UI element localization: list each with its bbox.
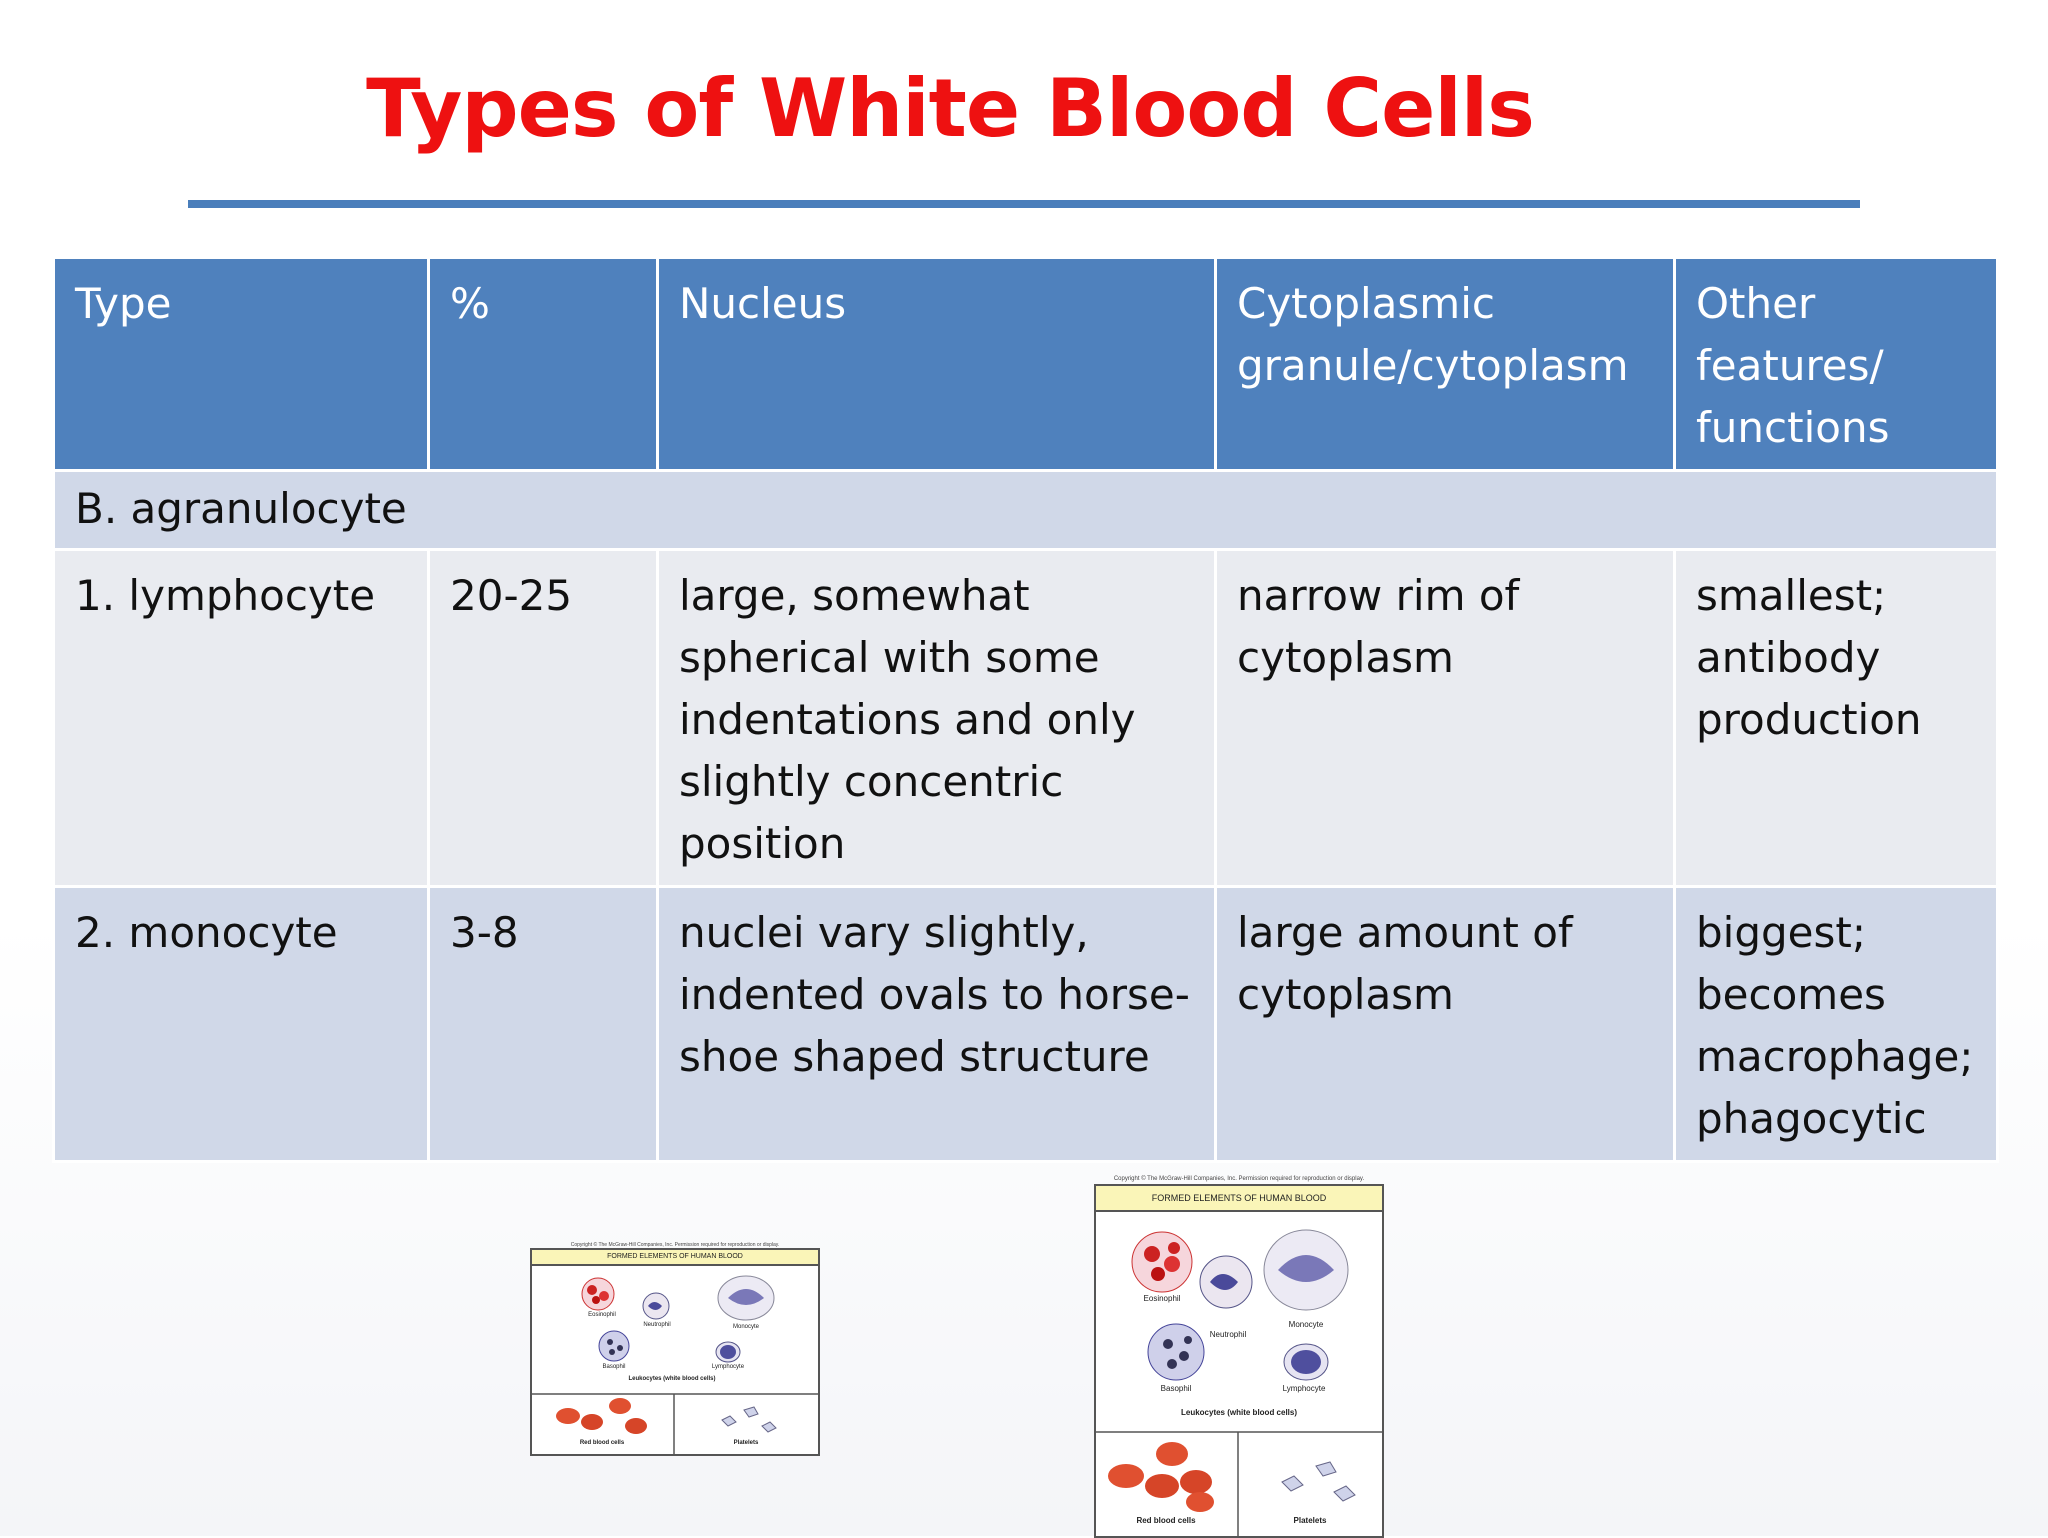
label-neutrophil: Neutrophil [643, 1322, 671, 1328]
label-red-blood-cells: Red blood cells [1136, 1516, 1196, 1525]
figure-header: FORMED ELEMENTS OF HUMAN BLOOD [1096, 1186, 1382, 1212]
blood-cells-illustration [532, 1275, 818, 1454]
header-other-features: Other features/ functions [1673, 256, 1999, 472]
table-row: 1. lymphocyte 20-25 large, somewhat sphe… [52, 548, 1999, 888]
cell-cytoplasm: large amount of cytoplasm [1214, 885, 1676, 1163]
header-cytoplasm: Cytoplasmic granule/cytoplasm [1214, 256, 1676, 472]
header-percent: % [427, 256, 659, 472]
cell-type: 1. lymphocyte [52, 548, 430, 888]
label-leukocytes: Leukocytes (white blood cells) [1180, 1408, 1298, 1417]
label-monocyte: Monocyte [1288, 1320, 1324, 1329]
cell-percent: 3-8 [427, 885, 659, 1163]
cell-nucleus: nuclei vary slightly, indented ovals to … [656, 885, 1217, 1163]
table-header-row: Type % Nucleus Cytoplasmic granule/cytop… [52, 256, 1999, 472]
label-lymphocyte: Lymphocyte [711, 1364, 745, 1370]
blood-cells-illustration [1096, 1229, 1382, 1536]
label-leukocytes: Leukocytes (white blood cells) [628, 1376, 716, 1382]
label-platelets: Platelets [1293, 1516, 1327, 1525]
group-row: B. agranulocyte [52, 469, 1999, 551]
cell-cytoplasm: narrow rim of cytoplasm [1214, 548, 1676, 888]
label-basophil: Basophil [1160, 1384, 1192, 1393]
label-monocyte: Monocyte [732, 1324, 759, 1330]
label-eosinophil: Eosinophil [588, 1312, 616, 1318]
header-nucleus: Nucleus [656, 256, 1217, 472]
label-platelets: Platelets [733, 1440, 759, 1446]
cell-other: biggest; becomes macrophage; phagocytic [1673, 885, 1999, 1163]
group-label: B. agranulocyte [52, 469, 1999, 551]
title-underline [188, 200, 1860, 208]
white-blood-cell-table: Type % Nucleus Cytoplasmic granule/cytop… [52, 256, 1999, 1163]
header-type: Type [52, 256, 430, 472]
cell-type: 2. monocyte [52, 885, 430, 1163]
table-row: 2. monocyte 3-8 nuclei vary slightly, in… [52, 885, 1999, 1163]
label-neutrophil: Neutrophil [1209, 1330, 1247, 1339]
label-red-blood-cells: Red blood cells [579, 1440, 625, 1446]
figure-header: FORMED ELEMENTS OF HUMAN BLOOD [532, 1250, 818, 1266]
blood-elements-figure-small: Copyright © The McGraw-Hill Companies, I… [530, 1242, 820, 1456]
label-basophil: Basophil [602, 1364, 626, 1370]
cell-nucleus: large, somewhat spherical with some inde… [656, 548, 1217, 888]
label-lymphocyte: Lymphocyte [1282, 1384, 1326, 1393]
slide-title: Types of White Blood Cells [366, 62, 1535, 155]
figure-copyright: Copyright © The McGraw-Hill Companies, I… [1113, 1176, 1365, 1182]
blood-elements-figure-large: Copyright © The McGraw-Hill Companies, I… [1094, 1176, 1384, 1538]
cell-other: smallest; antibody production [1673, 548, 1999, 888]
figure-copyright: Copyright © The McGraw-Hill Companies, I… [570, 1242, 780, 1248]
label-eosinophil: Eosinophil [1143, 1294, 1181, 1303]
cell-percent: 20-25 [427, 548, 659, 888]
